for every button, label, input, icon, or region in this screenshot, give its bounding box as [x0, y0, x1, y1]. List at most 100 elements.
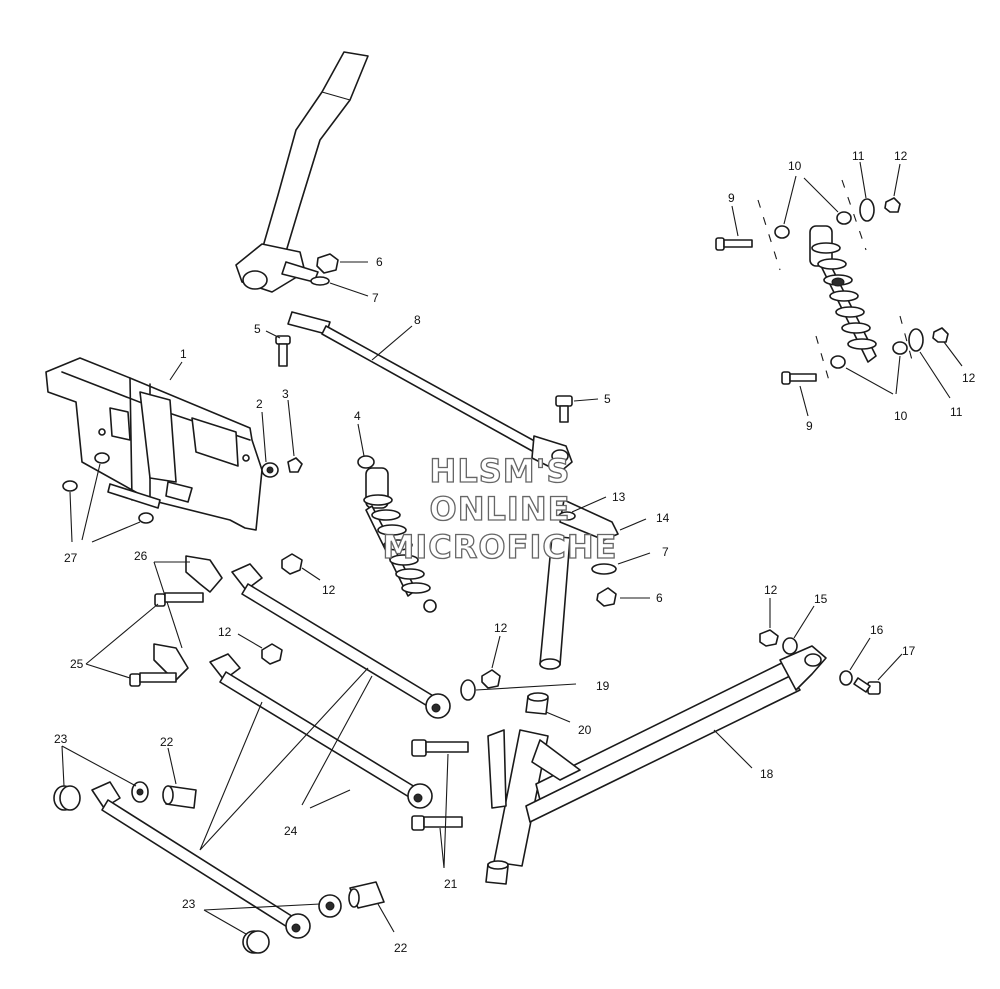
callout-9-upper: 9 [728, 191, 735, 205]
watermark-line-1: HLSM'S [430, 452, 571, 490]
callout-4: 4 [354, 409, 361, 423]
callout-10-lower: 10 [894, 409, 908, 423]
bolt-5-right [555, 395, 599, 423]
nut-3 [287, 399, 303, 473]
leader-22-upper [167, 747, 177, 785]
bushing-23-left-a [53, 785, 81, 811]
callout-23-lower: 23 [182, 897, 196, 911]
callout-18: 18 [760, 767, 774, 781]
bracket-26-upper [185, 555, 223, 593]
callout-9-lower: 9 [806, 419, 813, 433]
callout-12-upper-right: 12 [894, 149, 908, 163]
radius-rod-lower [91, 781, 311, 939]
washer-7-right [591, 552, 651, 575]
leader-22-lower [377, 903, 395, 933]
leader-26 [153, 561, 190, 649]
bolt-21-lower [411, 815, 463, 831]
nut-12-upper-right [884, 163, 963, 367]
callout-22-lower: 22 [394, 941, 408, 955]
callout-24: 24 [284, 824, 298, 838]
callout-17: 17 [902, 644, 916, 658]
washer-15 [782, 605, 815, 655]
bushing-20-lower [485, 860, 509, 885]
bushing-23-lower-b [242, 930, 270, 954]
bolt-5-left [265, 330, 291, 367]
bushing-23-left-b [131, 781, 149, 803]
callout-11-lower: 11 [950, 405, 963, 419]
washer-16 [839, 637, 871, 686]
bolt-27-group [62, 452, 154, 543]
callout-6-right: 6 [656, 591, 663, 605]
callout-12-mid-c: 12 [494, 621, 508, 635]
watermark-line-3: MICROFICHE [383, 528, 618, 566]
callout-16: 16 [870, 623, 884, 637]
lower-arm-rod-24 [209, 653, 433, 809]
nut-12-mid-b [237, 633, 283, 665]
washer-11-group [859, 161, 951, 399]
callout-5-right: 5 [604, 392, 611, 406]
callout-2: 2 [256, 397, 263, 411]
nut-12-right [759, 598, 779, 647]
nut-6-right [596, 587, 650, 607]
leader-25 [85, 603, 159, 679]
leader-24-lower [199, 667, 369, 851]
callout-23-upper: 23 [54, 732, 68, 746]
washer-7-top [310, 276, 369, 297]
upper-arm-rod-24 [231, 563, 451, 719]
callout-12-mid-b: 12 [218, 625, 232, 639]
callout-5-left: 5 [254, 322, 261, 336]
callout-3: 3 [282, 387, 289, 401]
callout-12-right: 12 [764, 583, 778, 597]
nut-6-top [316, 253, 368, 274]
bushing-10-group [774, 175, 908, 395]
shock-4-coils [363, 494, 431, 594]
watermark-line-2: ONLINE [430, 490, 571, 528]
centerline-upper-left [757, 199, 781, 271]
watermark: HLSM'S ONLINE MICROFICHE [382, 451, 618, 566]
steering-post [235, 51, 369, 293]
frame-bracket-1 [45, 357, 263, 531]
callout-14: 14 [656, 511, 670, 525]
leader-23-upper [61, 745, 137, 787]
leader-24 [301, 675, 373, 809]
bolt-9-upper [715, 205, 753, 251]
spindle-14 [539, 496, 647, 670]
nut-2 [261, 411, 279, 478]
shock-absorber-4 [357, 423, 437, 613]
nut-12-mid-a [281, 553, 321, 581]
shock-absorber-right [809, 225, 877, 363]
callout-7-top: 7 [372, 291, 379, 305]
callout-11-upper: 11 [852, 149, 865, 163]
leader-21 [439, 753, 449, 869]
callout-26: 26 [134, 549, 148, 563]
callout-8: 8 [414, 313, 421, 327]
leader-23-lower [203, 903, 321, 935]
bushing-23-lower-a [318, 894, 342, 918]
bushing-20 [525, 692, 571, 723]
callout-10-upper: 10 [788, 159, 802, 173]
centerline-upper-right [841, 179, 867, 251]
callout-15: 15 [814, 592, 828, 606]
callout-1: 1 [180, 347, 187, 361]
bushing-22-lower [348, 881, 385, 909]
bushing-22-left [162, 785, 197, 809]
callout-6-top: 6 [376, 255, 383, 269]
callout-21: 21 [444, 877, 458, 891]
tie-rod-8 [287, 311, 573, 473]
callout-20: 20 [578, 723, 592, 737]
centerline-lower-right [899, 315, 913, 361]
centerline-lower-left [815, 335, 831, 385]
bolt-25-upper [154, 592, 204, 607]
washer-19 [460, 679, 577, 701]
bolt-21-upper [411, 739, 469, 757]
callout-27: 27 [64, 551, 78, 565]
nut-12-mid-c [481, 635, 501, 689]
bolt-9-lower [781, 371, 817, 417]
a-arm-18 [487, 645, 827, 867]
bolt-17 [853, 653, 903, 695]
callout-22-upper: 22 [160, 735, 174, 749]
callout-13: 13 [612, 490, 626, 504]
callout-12-lower-right: 12 [962, 371, 976, 385]
callout-12-mid-a: 12 [322, 583, 336, 597]
